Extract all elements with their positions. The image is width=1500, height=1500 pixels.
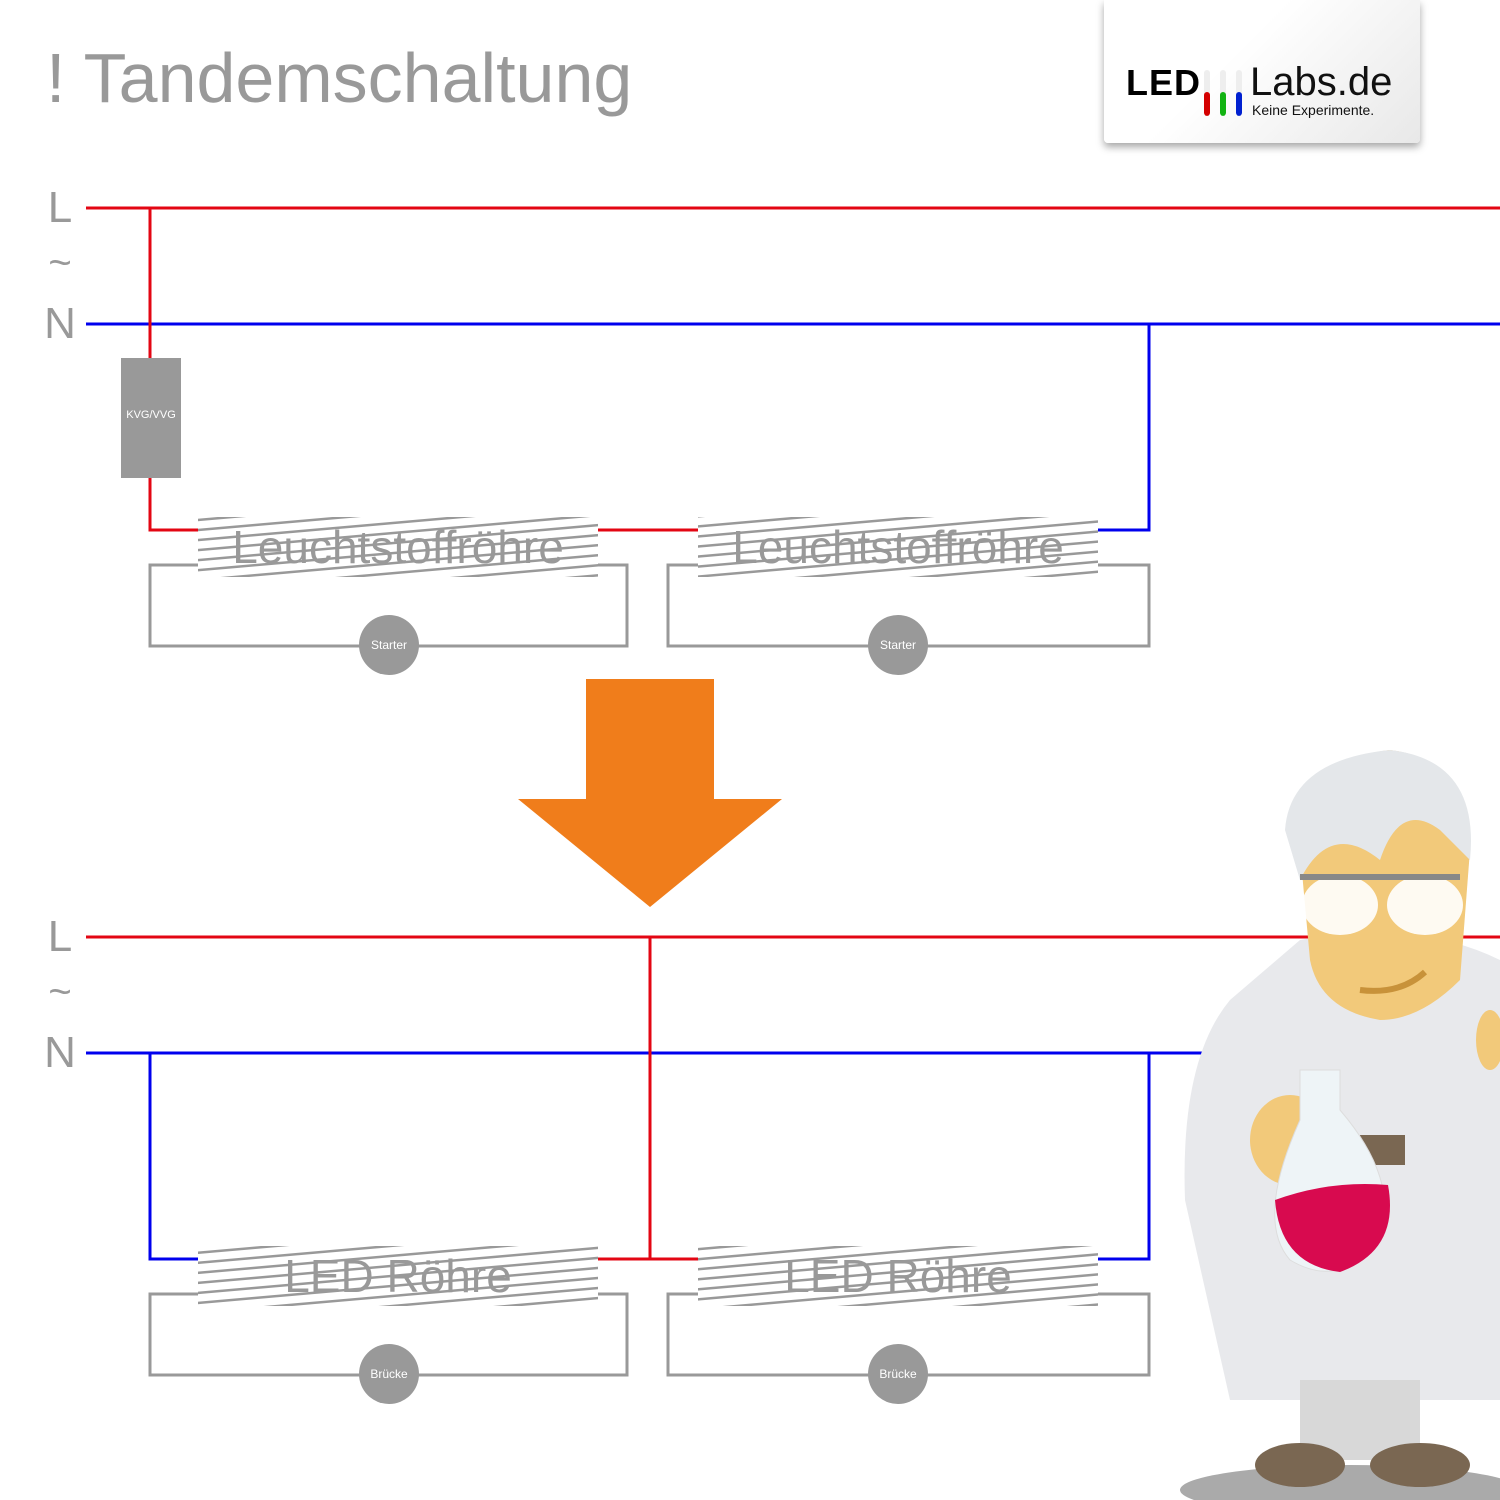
blue-tube-icon <box>1236 70 1242 116</box>
led-tube <box>198 1246 598 1306</box>
live-label: L <box>48 183 72 232</box>
bridge-label: Brücke <box>370 1367 408 1381</box>
logo-tagline: Keine Experimente. <box>1252 102 1375 118</box>
led-tube <box>698 1246 1098 1306</box>
bridge <box>359 1344 419 1404</box>
fluorescent-tube <box>698 517 1098 577</box>
ballast-label: KVG/VVG <box>126 409 176 421</box>
tube-label: Leuchtstoffröhre <box>732 521 1064 573</box>
neutral-label: N <box>44 299 76 348</box>
scientist-mascot-icon <box>1180 750 1500 1500</box>
fluorescent-tube <box>198 517 598 577</box>
tilde-label: ~ <box>48 970 71 1014</box>
tube-label: LED Röhre <box>784 1250 1012 1302</box>
bridge-label: Brücke <box>879 1367 917 1381</box>
starter-label: Starter <box>880 638 916 652</box>
logo-led: LED <box>1126 62 1201 103</box>
red-tube-icon <box>1204 70 1210 116</box>
tilde-label: ~ <box>48 241 71 285</box>
starter <box>359 615 419 675</box>
logo: LED Labs.de Keine Experimente. <box>1104 0 1420 143</box>
before-circuit: KVG/VVG Leuchtstoffröhre Leuchtstoffröhr… <box>44 183 1500 675</box>
logo-labs: Labs.de <box>1250 60 1393 104</box>
starter <box>868 615 928 675</box>
page-title: ! Tandemschaltung <box>46 39 633 117</box>
tube-label: LED Röhre <box>284 1250 512 1302</box>
arrow-down-icon <box>518 679 782 907</box>
after-circuit: LED Röhre LED Röhre Brücke Brücke L ~ N <box>44 912 1500 1404</box>
green-tube-icon <box>1220 70 1226 116</box>
bridge <box>868 1344 928 1404</box>
live-label: L <box>48 912 72 961</box>
ballast <box>121 358 181 478</box>
starter-label: Starter <box>371 638 407 652</box>
neutral-label: N <box>44 1028 76 1077</box>
tube-label: Leuchtstoffröhre <box>232 521 564 573</box>
